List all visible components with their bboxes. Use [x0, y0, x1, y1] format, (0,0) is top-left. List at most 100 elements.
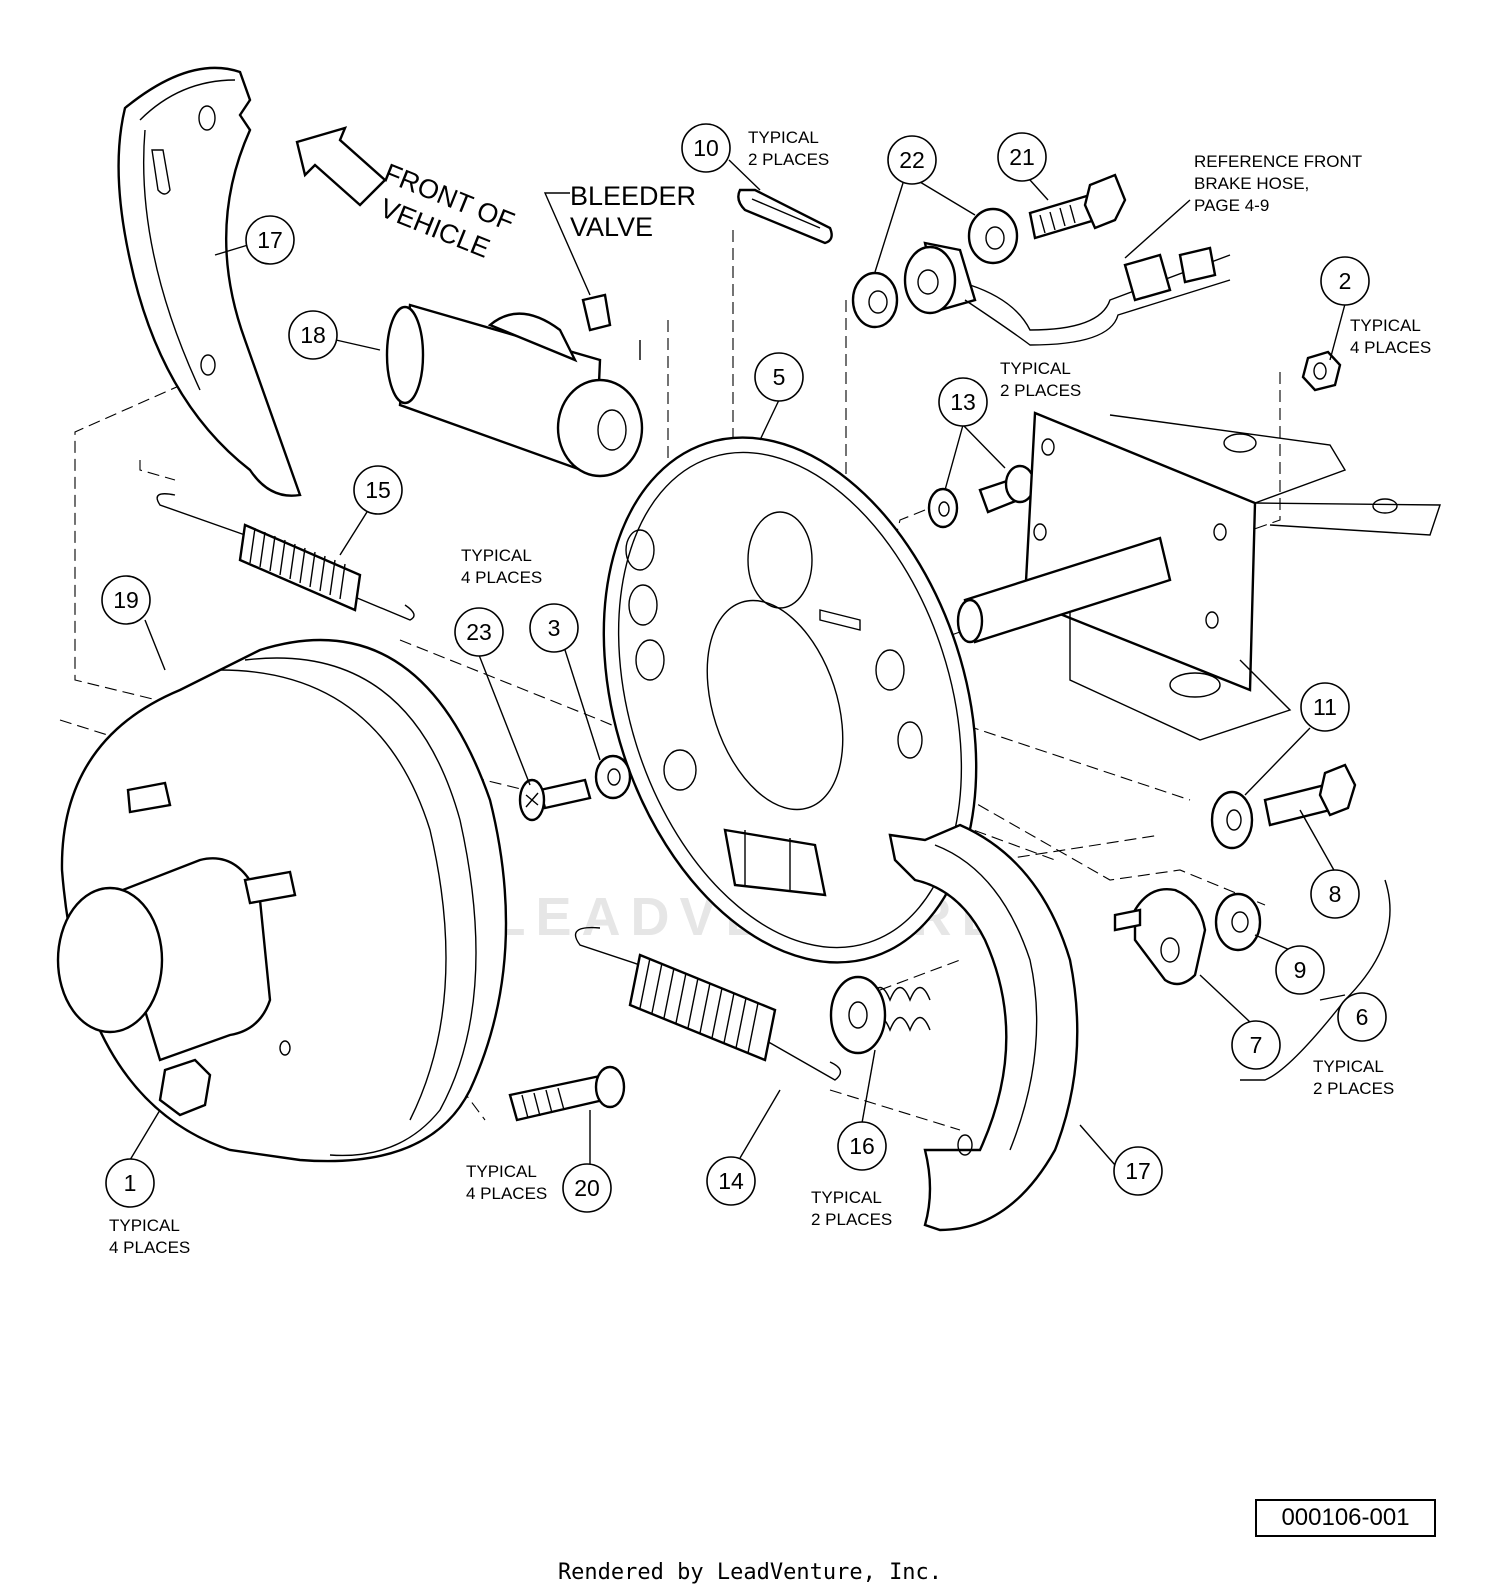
brake-shoe-bottom [888, 823, 1079, 1232]
bleeder-valve-label: BLEEDER VALVE [543, 181, 696, 296]
note-line: PAGE 4-9 [1194, 196, 1269, 215]
callout-circle [938, 377, 988, 427]
callout-17: 17 [245, 215, 295, 265]
callout-7: 7 [1231, 1020, 1281, 1070]
front-arrow-icon: FRONT OF VEHICLE [295, 126, 518, 264]
note-line: 4 PLACES [461, 568, 542, 587]
callout-circle [754, 352, 804, 402]
callout-8: 8 [1310, 869, 1360, 919]
callout-circle [245, 215, 295, 265]
footer-credit: Rendered by LeadVenture, Inc. [557, 1560, 943, 1585]
wheel-stud [508, 1065, 626, 1122]
callout-number: 10 [693, 135, 719, 161]
callout-circle [1113, 1146, 1163, 1196]
callout-2: 2 [1320, 256, 1370, 306]
callout-19: 19 [101, 575, 151, 625]
callout-number: 13 [950, 389, 976, 415]
callout-13: 13 [938, 377, 988, 427]
callout-circle [1337, 992, 1387, 1042]
callout-9: 9 [1275, 945, 1325, 995]
callout-circle [887, 135, 937, 185]
callout-circle [353, 465, 403, 515]
callout-number: 21 [1009, 144, 1035, 170]
callout-number: 23 [466, 619, 492, 645]
callout-number: 6 [1356, 1004, 1369, 1030]
hex-nut-small [1301, 350, 1342, 392]
callout-16: 16 [837, 1121, 887, 1171]
callout-17: 17 [1113, 1146, 1163, 1196]
callout-circle [1320, 256, 1370, 306]
note-text: TYPICAL 4 PLACES [461, 546, 542, 587]
note-line: TYPICAL [811, 1188, 882, 1207]
note-line: TYPICAL [748, 128, 819, 147]
leader-lines [129, 159, 1346, 1166]
note-line: REFERENCE FRONT [1194, 152, 1362, 171]
callout-number: 20 [574, 1175, 600, 1201]
callout-number: 9 [1294, 957, 1307, 983]
note-line: TYPICAL [1000, 359, 1071, 378]
return-spring-lower [574, 926, 842, 1081]
bleeder-line1: BLEEDER [570, 181, 696, 211]
callout-circle [1310, 869, 1360, 919]
note-line: TYPICAL [466, 1162, 537, 1181]
callout-number: 17 [1125, 1158, 1151, 1184]
callout-11: 11 [1300, 682, 1350, 732]
note-line: TYPICAL [461, 546, 532, 565]
brake-drum [56, 638, 508, 1163]
brake-shoe-top [117, 66, 302, 497]
callout-circle [1300, 682, 1350, 732]
drawing-id-box: 000106-001 [1255, 1499, 1436, 1537]
adjuster-cam [1113, 888, 1207, 986]
callout-circle [288, 310, 338, 360]
note-text: TYPICAL 2 PLACES [1313, 1057, 1394, 1098]
callout-number: 16 [849, 1133, 875, 1159]
callout-5: 5 [754, 352, 804, 402]
spindle-bracket [956, 411, 1441, 741]
wheel-cylinder [385, 293, 644, 478]
callout-circle [105, 1158, 155, 1208]
callout-3: 3 [529, 603, 579, 653]
note-text: TYPICAL 2 PLACES [748, 128, 829, 169]
note-line: 4 PLACES [466, 1184, 547, 1203]
copper-washers [851, 207, 1019, 329]
callout-circle [706, 1156, 756, 1206]
backing-plate-bolt [927, 464, 1036, 529]
callout-22: 22 [887, 135, 937, 185]
hold-down-spring [829, 975, 931, 1055]
note-text: TYPICAL 2 PLACES [811, 1188, 892, 1229]
callout-20: 20 [562, 1163, 612, 1213]
note-line: TYPICAL [1313, 1057, 1384, 1076]
callout-circle [681, 123, 731, 173]
callout-10: 10 [681, 123, 731, 173]
callout-number: 7 [1250, 1032, 1263, 1058]
anchor-bolt [1210, 763, 1357, 850]
callout-18: 18 [288, 310, 338, 360]
callout-circle [529, 603, 579, 653]
note-text: TYPICAL 4 PLACES [466, 1162, 547, 1203]
callout-6: 6 [1337, 992, 1387, 1042]
callout-circle [101, 575, 151, 625]
callout-number: 2 [1339, 268, 1352, 294]
note-line: 2 PLACES [1000, 381, 1081, 400]
adjuster-washer [1214, 892, 1262, 952]
note-line: 4 PLACES [109, 1238, 190, 1257]
note-line: 2 PLACES [811, 1210, 892, 1229]
note-line: 2 PLACES [748, 150, 829, 169]
note-line: 2 PLACES [1313, 1079, 1394, 1098]
callout-number: 15 [365, 477, 391, 503]
callout-number: 19 [113, 587, 139, 613]
callout-21: 21 [997, 132, 1047, 182]
callout-number: 18 [300, 322, 326, 348]
callout-15: 15 [353, 465, 403, 515]
callout-circle [1231, 1020, 1281, 1070]
callout-number: 17 [257, 227, 283, 253]
backing-plate [602, 436, 978, 964]
note-text: TYPICAL 2 PLACES [1000, 359, 1081, 400]
callout-14: 14 [706, 1156, 756, 1206]
